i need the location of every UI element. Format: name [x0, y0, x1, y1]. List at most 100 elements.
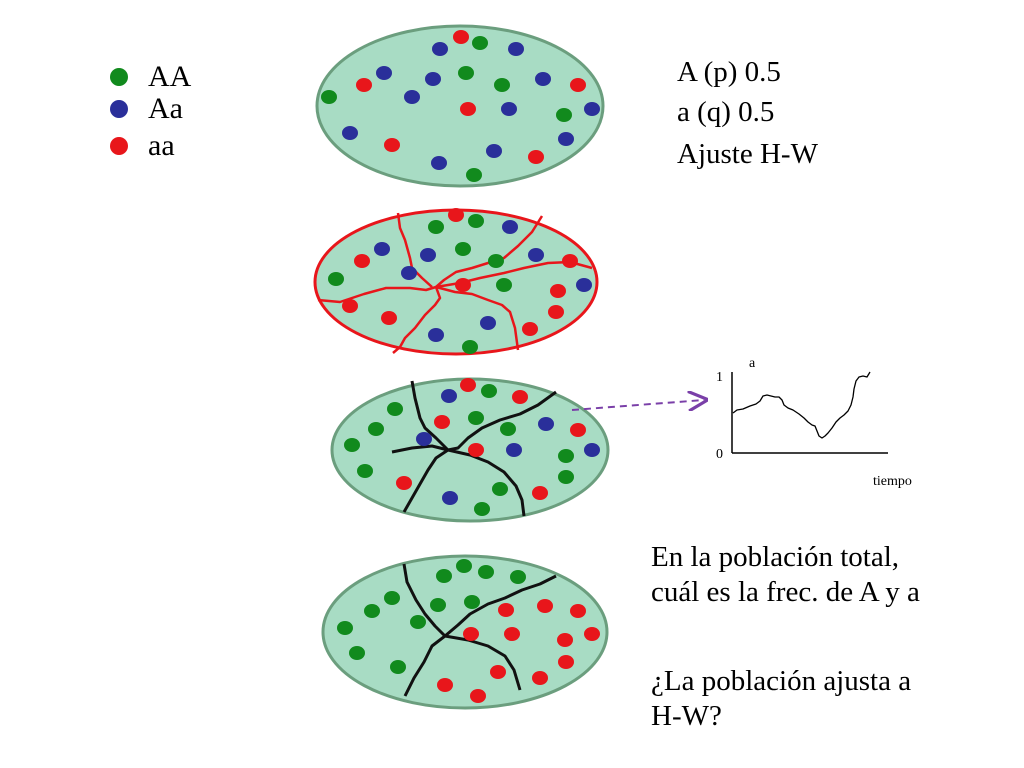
individual-AA	[458, 66, 474, 80]
individual-AA	[481, 384, 497, 398]
individual-aa	[470, 689, 486, 703]
barrier-lines	[391, 380, 557, 517]
allele-a-frequency: a (q) 0.5	[677, 96, 775, 128]
individual-AA	[494, 78, 510, 92]
individual-aa	[570, 604, 586, 618]
individual-AA	[558, 470, 574, 484]
individual-AA	[462, 340, 478, 354]
individual-Aa	[441, 389, 457, 403]
mini-chart-x-label: tiempo	[873, 474, 912, 489]
individual-AA	[488, 254, 504, 268]
individual-AA	[328, 272, 344, 286]
individual-AA	[468, 214, 484, 228]
individual-aa	[532, 671, 548, 685]
individual-Aa	[501, 102, 517, 116]
individual-aa	[490, 665, 506, 679]
individual-aa	[528, 150, 544, 164]
question-total-population: En la población total, cuál es la frec. …	[651, 540, 920, 610]
individual-aa	[468, 443, 484, 457]
individual-Aa	[508, 42, 524, 56]
individual-aa	[455, 278, 471, 292]
individual-Aa	[428, 328, 444, 342]
individual-aa	[550, 284, 566, 298]
individual-AA	[390, 660, 406, 674]
individual-AA	[492, 482, 508, 496]
population-ellipse	[315, 24, 605, 188]
individual-AA	[466, 168, 482, 182]
individual-Aa	[420, 248, 436, 262]
individual-AA	[349, 646, 365, 660]
individual-Aa	[576, 278, 592, 292]
individual-AA	[455, 242, 471, 256]
genotype-AA-dot	[110, 68, 128, 86]
individual-aa	[562, 254, 578, 268]
individuals-group	[337, 559, 600, 703]
genotype-Aa-dot	[110, 100, 128, 118]
dashed-arrow	[571, 400, 704, 410]
individual-AA	[430, 598, 446, 612]
mini-chart-y-tick-bottom: 0	[716, 447, 723, 462]
question-line-3: ¿La población ajusta a	[651, 665, 912, 697]
population-subdivided-fixation	[321, 554, 609, 710]
individual-AA	[436, 569, 452, 583]
individual-AA	[468, 411, 484, 425]
mini-chart-series-label: a	[749, 356, 756, 371]
individual-aa	[584, 627, 600, 641]
individual-Aa	[432, 42, 448, 56]
individual-aa	[570, 78, 586, 92]
legend-item-aa: aa	[110, 131, 175, 161]
population-subdivided-drift	[330, 377, 610, 523]
individual-AA	[344, 438, 360, 452]
individuals-group	[321, 30, 600, 182]
legend-label-Aa: Aa	[148, 92, 183, 125]
individual-Aa	[528, 248, 544, 262]
individual-aa	[354, 254, 370, 268]
population-original	[315, 24, 605, 188]
population-subdivided-initial	[313, 208, 599, 356]
individual-Aa	[425, 72, 441, 86]
individual-aa	[460, 378, 476, 392]
allele-frequency-mini-chart: a 1 0 tiempo	[716, 356, 912, 489]
individual-AA	[456, 559, 472, 573]
individual-aa	[434, 415, 450, 429]
question-line-1: En la población total,	[651, 541, 900, 573]
individual-aa	[384, 138, 400, 152]
individual-Aa	[502, 220, 518, 234]
individual-aa	[356, 78, 372, 92]
question-line-4: H-W?	[651, 699, 722, 732]
individual-Aa	[442, 491, 458, 505]
hw-fit-label: Ajuste H-W	[677, 138, 818, 170]
individual-AA	[556, 108, 572, 122]
individual-AA	[558, 449, 574, 463]
legend-label-aa: aa	[148, 129, 175, 162]
individual-AA	[364, 604, 380, 618]
individual-AA	[474, 502, 490, 516]
individual-AA	[357, 464, 373, 478]
allele-A-frequency: A (p) 0.5	[677, 56, 781, 88]
individual-aa	[448, 208, 464, 222]
individual-Aa	[506, 443, 522, 457]
individual-aa	[570, 423, 586, 437]
individual-AA	[384, 591, 400, 605]
individual-aa	[463, 627, 479, 641]
individual-Aa	[558, 132, 574, 146]
individual-AA	[500, 422, 516, 436]
legend-item-Aa: Aa	[110, 94, 183, 124]
individual-aa	[504, 627, 520, 641]
individual-AA	[496, 278, 512, 292]
individual-aa	[557, 633, 573, 647]
individual-aa	[548, 305, 564, 319]
individual-Aa	[584, 443, 600, 457]
question-line-2: cuál es la frec. de A y a	[651, 575, 920, 608]
individual-aa	[396, 476, 412, 490]
individual-Aa	[535, 72, 551, 86]
individual-Aa	[480, 316, 496, 330]
question-hw-fit: ¿La población ajusta a H-W?	[651, 664, 911, 734]
individuals-group	[328, 208, 592, 354]
barrier-lines	[402, 563, 557, 697]
individual-aa	[522, 322, 538, 336]
individual-AA	[464, 595, 480, 609]
individuals-group	[344, 378, 600, 516]
individual-Aa	[342, 126, 358, 140]
